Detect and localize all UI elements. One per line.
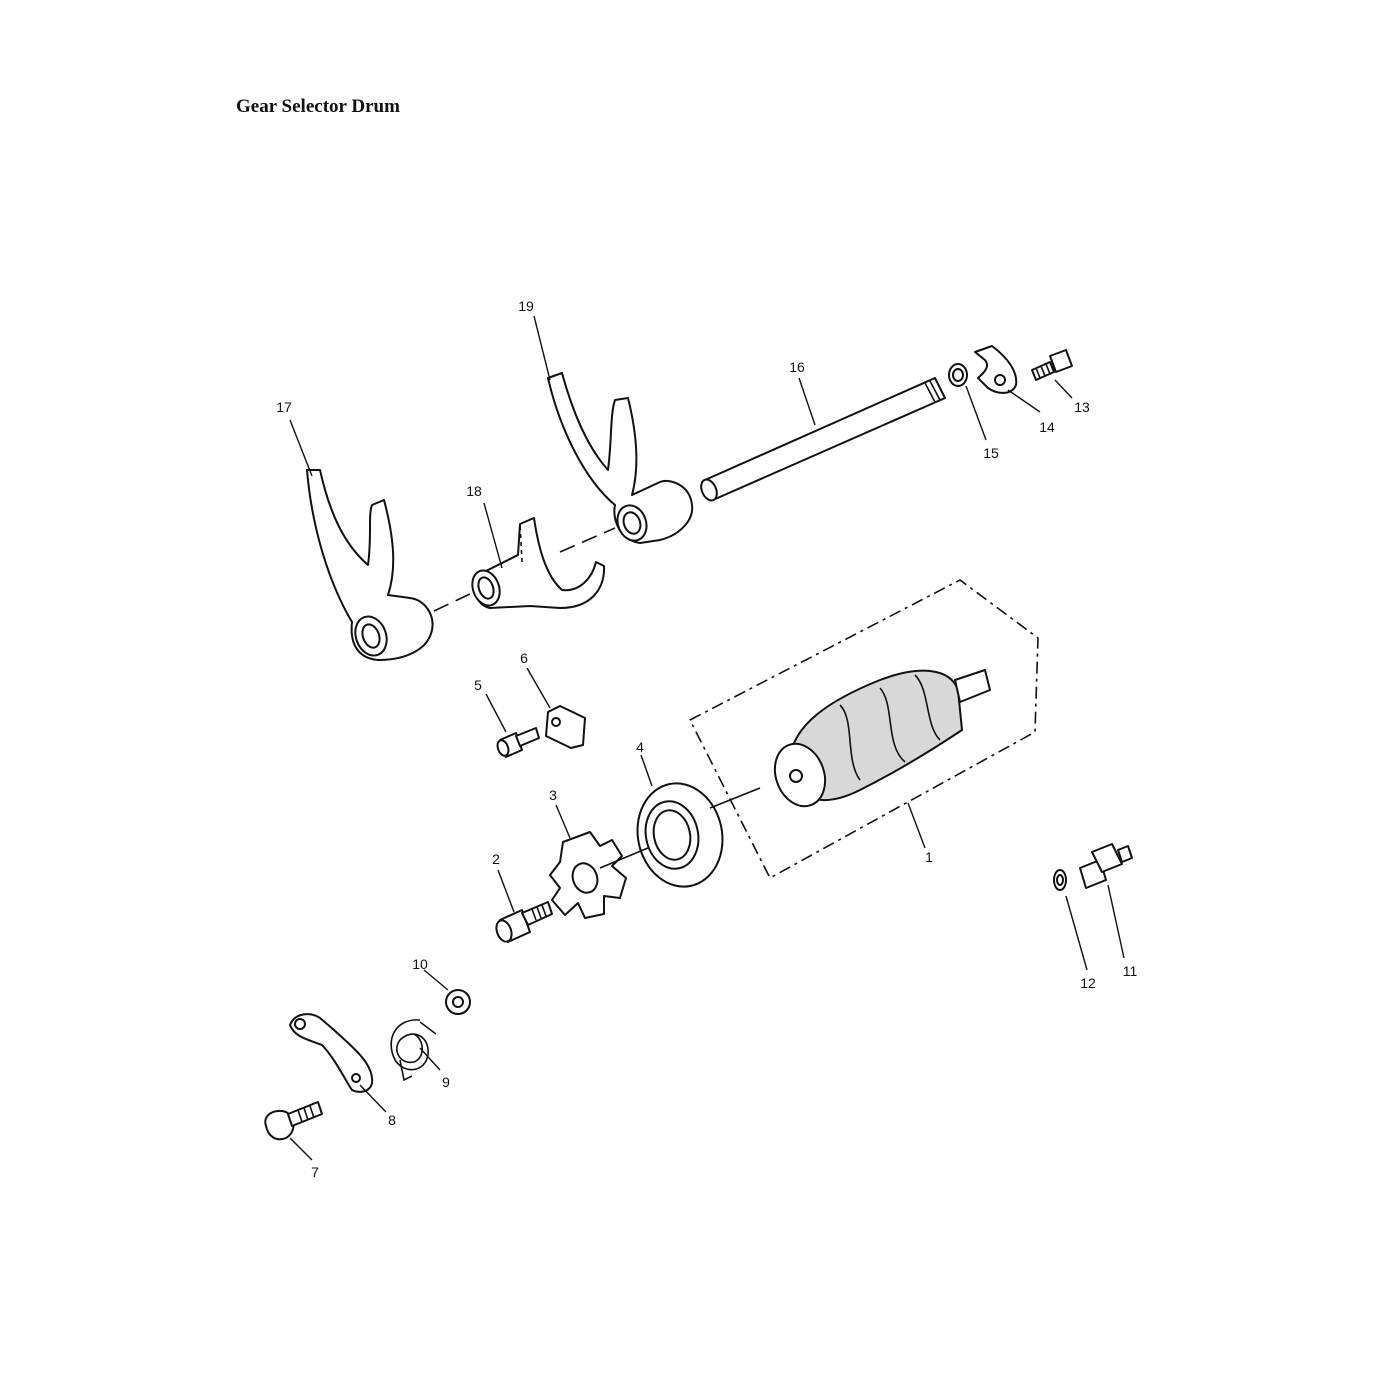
callout-9: 9 xyxy=(442,1074,450,1090)
part-13-screw xyxy=(1031,349,1073,381)
callout-6: 6 xyxy=(520,650,528,666)
part-11-switch xyxy=(1079,843,1133,889)
callout-10: 10 xyxy=(412,956,428,972)
callout-11: 11 xyxy=(1123,963,1138,979)
page-title: Gear Selector Drum xyxy=(236,96,400,117)
part-9-spring xyxy=(390,1019,437,1082)
part-14-retaining-clip xyxy=(974,345,1018,394)
part-15-washer xyxy=(948,363,968,387)
callout-5: 5 xyxy=(474,677,482,693)
callout-7: 7 xyxy=(311,1164,319,1180)
leader-lines xyxy=(289,315,1125,1161)
part-6-plate xyxy=(545,705,586,749)
callout-14: 14 xyxy=(1039,419,1055,435)
callout-12: 12 xyxy=(1080,975,1096,991)
part-19-shift-fork xyxy=(547,372,694,544)
part-8-lever-arm xyxy=(289,1013,374,1093)
callout-19: 19 xyxy=(518,298,534,314)
callout-16: 16 xyxy=(789,359,805,375)
callout-13: 13 xyxy=(1074,399,1090,415)
callout-3: 3 xyxy=(549,787,557,803)
part-4-bearing xyxy=(636,782,724,888)
part-7-bolt xyxy=(264,1101,323,1141)
part-18-shift-fork xyxy=(471,517,606,609)
part-3-index-star xyxy=(549,831,627,919)
callout-8: 8 xyxy=(388,1112,396,1128)
callout-17: 17 xyxy=(276,399,292,415)
part-1-selector-drum xyxy=(688,579,1039,880)
part-10-washer xyxy=(445,989,471,1015)
callout-18: 18 xyxy=(466,483,482,499)
part-16-shaft xyxy=(700,377,946,502)
part-5-socket-screw xyxy=(496,727,540,758)
callout-15: 15 xyxy=(983,445,999,461)
part-12-washer xyxy=(1053,869,1067,891)
part-17-shift-fork xyxy=(306,469,434,661)
callout-labels: 1 2 3 4 5 6 7 8 9 10 11 12 13 14 15 16 1… xyxy=(276,298,1137,1180)
part-2-socket-bolt xyxy=(495,901,553,943)
callout-2: 2 xyxy=(492,851,500,867)
callout-4: 4 xyxy=(636,739,644,755)
callout-1: 1 xyxy=(925,849,933,865)
